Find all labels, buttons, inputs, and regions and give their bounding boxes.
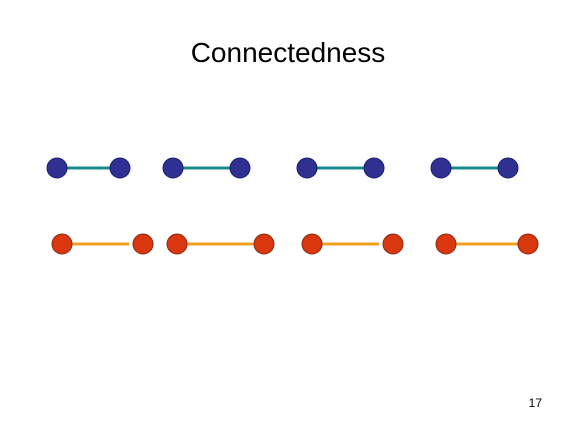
blue-node [162,157,184,179]
orange-node [382,233,404,255]
blue-node [109,157,131,179]
orange-node [435,233,457,255]
blue-node [497,157,519,179]
orange-node [51,233,73,255]
orange-node [253,233,275,255]
blue-node [229,157,251,179]
page-number: 17 [528,396,542,410]
blue-node [363,157,385,179]
blue-node [296,157,318,179]
orange-node [301,233,323,255]
blue-node [46,157,68,179]
blue-node [430,157,452,179]
orange-node [166,233,188,255]
slide-title: Connectedness [190,37,386,68]
orange-node [132,233,154,255]
orange-node [517,233,539,255]
